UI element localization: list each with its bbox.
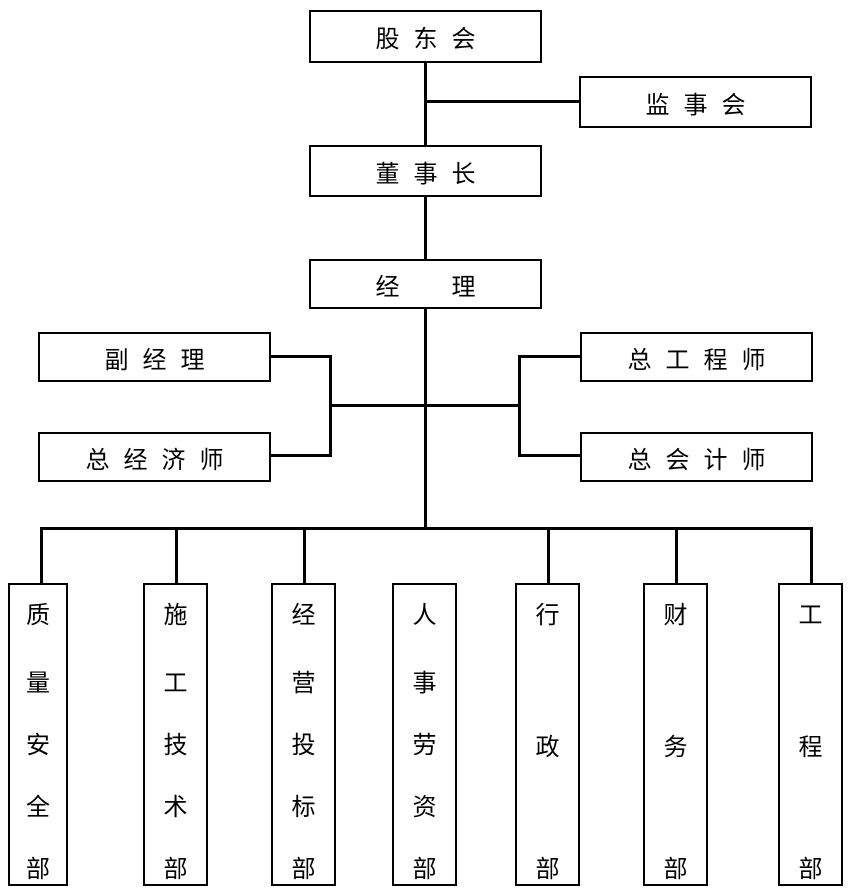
department-1-char-3: 安 <box>26 731 50 759</box>
department-2-char-2: 工 <box>163 669 188 697</box>
department-box-7: 工 程 部 <box>778 583 843 886</box>
connector-dept-3 <box>303 528 306 585</box>
manager-label: 经 理 <box>375 272 490 301</box>
department-6-char-3: 部 <box>663 855 688 883</box>
department-3-char-4: 标 <box>291 793 316 821</box>
department-6-char-1: 财 <box>663 601 688 629</box>
department-4-char-3: 劳 <box>412 731 437 759</box>
department-7-char-2: 程 <box>798 733 823 761</box>
deputy-manager-box: 副经理 <box>38 332 271 382</box>
shareholders-box: 股东会 <box>309 10 542 63</box>
department-2-char-1: 施 <box>163 601 188 629</box>
department-box-5: 行 政 部 <box>515 583 580 886</box>
department-3-char-3: 投 <box>291 731 316 759</box>
connector-chief-economist <box>269 454 331 457</box>
department-2-char-4: 术 <box>163 793 188 821</box>
chief-economist-label: 总经济师 <box>85 445 238 474</box>
connector-staff-horizontal <box>331 404 520 407</box>
department-2-char-3: 技 <box>163 731 188 759</box>
chief-engineer-label: 总工程师 <box>627 345 780 374</box>
connector-department-bus <box>40 527 813 530</box>
department-box-4: 人 事 劳 资 部 <box>392 583 457 886</box>
department-box-6: 财 务 部 <box>643 583 708 886</box>
connector-dept-1 <box>40 528 43 585</box>
department-box-3: 经 营 投 标 部 <box>271 583 336 886</box>
department-4-char-4: 资 <box>412 793 437 821</box>
department-box-1: 质 量 安 全 部 <box>8 583 68 886</box>
shareholders-label: 股东会 <box>375 25 490 53</box>
chief-accountant-label: 总会计师 <box>627 445 780 474</box>
supervisors-box: 监事会 <box>579 76 812 128</box>
department-1-char-4: 全 <box>26 793 50 821</box>
deputy-manager-label: 副经理 <box>104 345 219 374</box>
department-3-char-5: 部 <box>291 855 316 883</box>
department-1-char-2: 量 <box>26 669 50 697</box>
connector-chief-engineer <box>518 355 582 358</box>
connector-manager-departments <box>424 308 427 528</box>
manager-box: 经 理 <box>309 259 542 309</box>
department-3-char-1: 经 <box>291 601 316 629</box>
chairman-box: 董事长 <box>309 145 542 197</box>
connector-dept-7 <box>810 528 813 585</box>
connector-deputy-manager <box>269 355 331 358</box>
department-4-char-2: 事 <box>412 669 437 697</box>
chief-accountant-box: 总会计师 <box>580 432 813 482</box>
department-4-char-5: 部 <box>412 855 437 883</box>
department-2-char-5: 部 <box>163 855 188 883</box>
department-5-char-3: 部 <box>535 855 560 883</box>
department-7-char-1: 工 <box>798 601 823 629</box>
department-box-2: 施 工 技 术 部 <box>143 583 208 886</box>
department-7-char-3: 部 <box>798 855 823 883</box>
connector-supervisors <box>424 100 581 103</box>
connector-shareholders-chairman <box>424 62 427 146</box>
department-5-char-2: 政 <box>535 733 560 761</box>
connector-chairman-manager <box>424 196 427 260</box>
connector-left-vertical <box>329 355 332 457</box>
department-1-char-5: 部 <box>26 855 50 883</box>
connector-dept-2 <box>175 528 178 585</box>
chief-engineer-box: 总工程师 <box>580 332 813 382</box>
connector-dept-5 <box>547 528 550 585</box>
chief-economist-box: 总经济师 <box>38 432 271 482</box>
supervisors-label: 监事会 <box>645 90 760 119</box>
connector-chief-accountant <box>518 454 582 457</box>
department-4-char-1: 人 <box>412 601 437 629</box>
department-1-char-1: 质 <box>26 601 50 629</box>
connector-right-vertical <box>518 355 521 457</box>
connector-dept-6 <box>675 528 678 585</box>
department-3-char-2: 营 <box>291 669 316 697</box>
department-6-char-2: 务 <box>663 733 688 761</box>
chairman-label: 董事长 <box>375 159 490 188</box>
department-5-char-1: 行 <box>535 601 560 629</box>
